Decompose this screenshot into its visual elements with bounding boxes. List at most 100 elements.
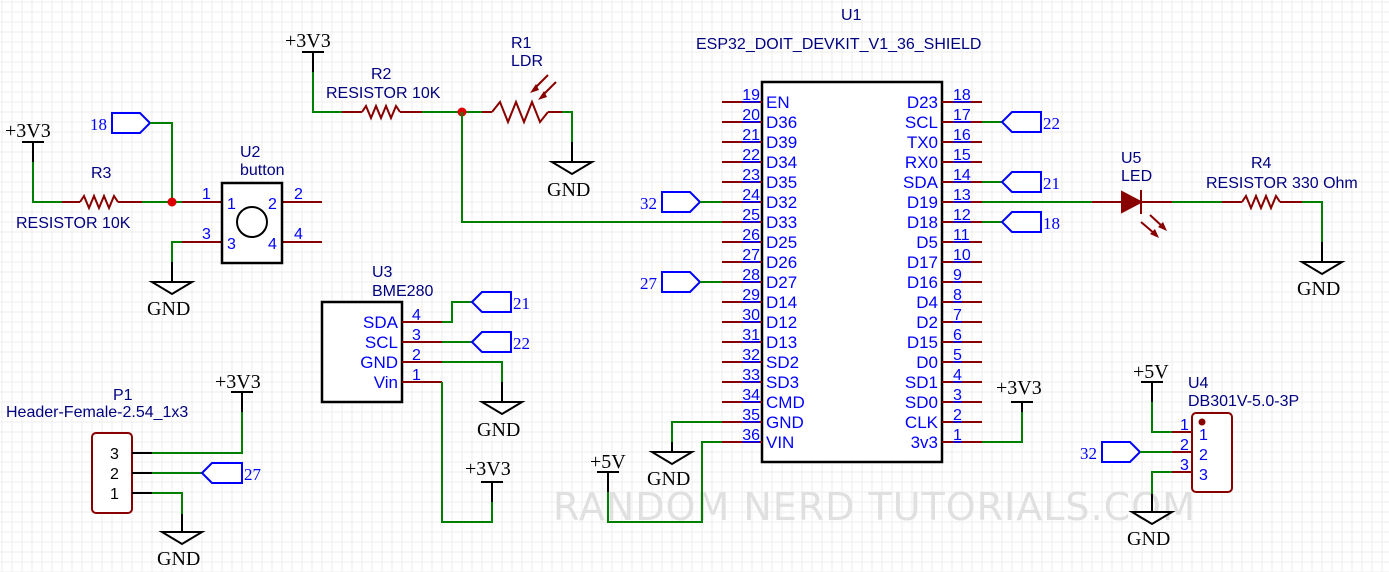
pin-name: D17 (907, 253, 938, 272)
pin-number: 27 (742, 247, 760, 264)
wire (1151, 402, 1172, 433)
power-label-3v3: +3V3 (5, 120, 51, 142)
pin-number: 31 (742, 327, 760, 344)
net-flag-22-u1[interactable]: 22 (982, 111, 1060, 133)
power-5v-icon (597, 471, 619, 492)
net-label: 18 (90, 115, 107, 134)
wire-vin (607, 441, 722, 523)
net-label: 18 (1043, 214, 1060, 233)
pin-name: D2 (916, 313, 938, 332)
r3-value: RESISTOR 10K (16, 215, 131, 232)
net-flag-27-u1[interactable]: 27 (640, 271, 722, 293)
net-flag-22-u3[interactable]: 22 (470, 331, 530, 353)
pin-number: 23 (742, 167, 760, 184)
power-label-gnd: GND (157, 548, 200, 570)
p1-header[interactable]: P1 Header-Female-2.54_1x3 3 2 1 (6, 387, 188, 514)
net-flag-icon (1101, 441, 1142, 463)
pin-number: 1 (1180, 417, 1189, 434)
net-flag-27-p1[interactable]: 27 (200, 462, 262, 484)
pin-name: D0 (916, 353, 938, 372)
pin-number: 3 (1180, 457, 1189, 474)
u4-terminal-block[interactable]: U4 DB301V-5.0-3P 1 2 3 1 2 3 (1172, 375, 1299, 493)
pin-name: TX0 (907, 133, 938, 152)
pin-number: 1 (202, 186, 211, 203)
pin-name: SD3 (766, 373, 799, 392)
u3-ref: U3 (372, 264, 393, 281)
ground-icon (478, 401, 526, 416)
wire (562, 111, 573, 142)
pin-number: 1 (1199, 427, 1208, 444)
power-label-gnd: GND (647, 468, 690, 490)
pin-number: 26 (742, 227, 760, 244)
pin-name: GND (360, 353, 398, 372)
net-flag-21-u1[interactable]: 21 (982, 171, 1060, 193)
ground-symbol: GND (147, 262, 196, 320)
pin1-marker (1198, 418, 1206, 426)
ground-icon (1298, 261, 1346, 276)
r3-resistor-group[interactable]: +3V3 R3 RESISTOR 10K (5, 120, 182, 232)
net-flag-icon (111, 112, 152, 134)
resistor-r2-icon (361, 103, 401, 121)
wire (150, 122, 173, 202)
power-label-3v3: +3V3 (215, 371, 261, 393)
bme280-body (320, 300, 404, 404)
pin-number: 3 (412, 327, 421, 344)
pin-number: 9 (953, 267, 962, 284)
resistor-r4-icon (1241, 193, 1281, 211)
u2-ref: U2 (240, 144, 261, 161)
wire (1302, 201, 1323, 242)
ground-icon (158, 531, 206, 546)
pin-name: SD0 (905, 393, 938, 412)
net-flag-icon (661, 271, 702, 293)
pin-number: 2 (294, 186, 303, 203)
pin-number: 2 (1199, 447, 1208, 464)
pin-number: 13 (953, 187, 971, 204)
pin-number: 22 (742, 147, 760, 164)
net-flag-32-u1[interactable]: 32 (640, 191, 722, 213)
ground-symbol: GND (1127, 494, 1176, 550)
pin-number: 2 (412, 347, 421, 364)
power-label-5v: +5V (1133, 361, 1169, 383)
r4-resistor-group[interactable]: R4 RESISTOR 330 Ohm (1206, 155, 1358, 211)
u3-pin-2: 2 GND (360, 347, 442, 372)
pin-number: 1 (227, 196, 236, 213)
pin-name: D23 (907, 93, 938, 112)
pin-name: D33 (766, 213, 797, 232)
pin-number: 2 (268, 196, 277, 213)
pin-name: D12 (766, 313, 797, 332)
net-flag-18-u1[interactable]: 18 (982, 211, 1060, 233)
pin-number: 3 (202, 226, 211, 243)
ground-symbol: GND (157, 514, 206, 570)
r1-ldr-group[interactable]: R1 LDR (482, 35, 562, 125)
u5-led[interactable]: U5 LED (1092, 150, 1172, 238)
net-flag-21-u3[interactable]: 21 (470, 291, 530, 313)
net-flag-18-left[interactable]: 18 (90, 112, 173, 202)
u4-value: DB301V-5.0-3P (1188, 393, 1299, 410)
pin-name: SDA (903, 173, 939, 192)
ground-icon (1128, 511, 1176, 526)
u2-button[interactable]: U2 button 1 1 2 2 3 3 4 4 (182, 144, 322, 265)
pin-name: D4 (916, 293, 938, 312)
ldr-icon (491, 99, 549, 125)
pin-number: 19 (742, 87, 760, 104)
wire-vin (441, 382, 493, 523)
net-label: 27 (244, 465, 262, 484)
net-flag-32-u4[interactable]: 32 (1080, 441, 1142, 463)
pin-number: 15 (953, 147, 971, 164)
pin-number: 1 (110, 486, 119, 503)
pin-name: D18 (907, 213, 938, 232)
pin-number: 25 (742, 207, 760, 224)
r2-resistor-group[interactable]: +3V3 R2 RESISTOR 10K (285, 30, 482, 121)
